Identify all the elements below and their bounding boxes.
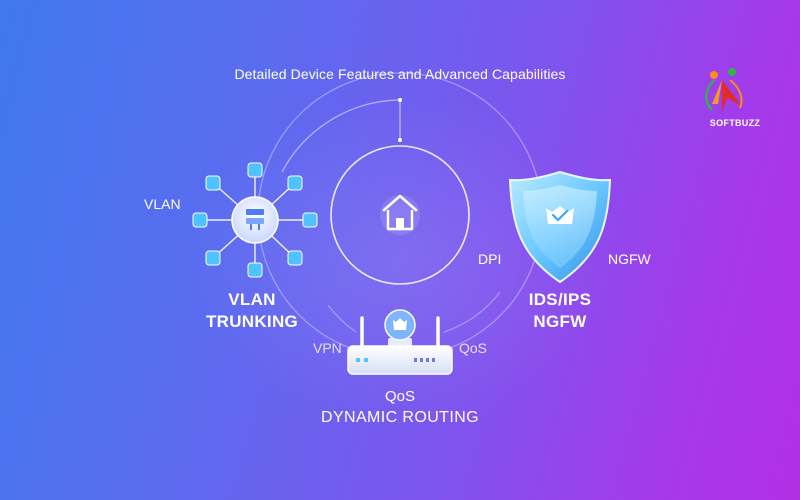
firewall-caption: IDS/IPS NGFW [529, 290, 592, 332]
router-caption-line2: DYNAMIC ROUTING [321, 409, 479, 426]
vpn-label: VPN [313, 340, 342, 356]
dpi-label: DPI [478, 251, 502, 267]
router-caption: QoS DYNAMIC ROUTING [321, 388, 479, 427]
network-hub-icon [192, 162, 318, 278]
brand-name: SOFTBUZZ [709, 118, 761, 128]
firewall-caption-line2: NGFW [533, 312, 587, 331]
home-icon [380, 194, 420, 235]
switch-caption: VLAN TRUNKING [206, 290, 298, 332]
page-title: Detailed Device Features and Advanced Ca… [234, 66, 566, 82]
switch-caption-line2: TRUNKING [205, 312, 299, 331]
softbuzz-logo-icon [705, 68, 743, 112]
ngfw-side-label: NGFW [608, 251, 651, 267]
qos-side-label: QoS [459, 340, 488, 356]
firewall-caption-line1: IDS/IPS [528, 290, 592, 309]
switch-caption-line1: VLAN [228, 290, 276, 309]
router-icon [327, 291, 501, 375]
vlan-side-label: VLAN [144, 196, 181, 212]
router-caption-line1: QoS [384, 388, 415, 405]
shield-icon [508, 170, 612, 284]
